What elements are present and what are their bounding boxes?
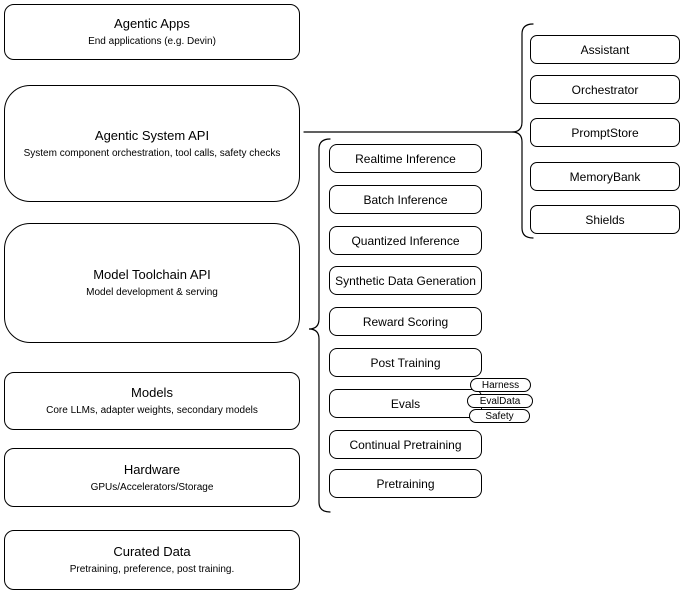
node-evals: Evals xyxy=(329,389,482,418)
node-title: Hardware xyxy=(123,461,181,477)
node-label: Orchestrator xyxy=(571,82,639,97)
node-label: Reward Scoring xyxy=(362,314,449,329)
node-models: Models Core LLMs, adapter weights, secon… xyxy=(4,372,300,430)
node-synthetic-data-generation: Synthetic Data Generation xyxy=(329,266,482,295)
node-title: Curated Data xyxy=(113,544,191,559)
node-reward-scoring: Reward Scoring xyxy=(329,307,482,336)
node-title: Agentic Apps xyxy=(114,16,190,31)
node-label: MemoryBank xyxy=(569,169,641,184)
node-model-toolchain-api: Model Toolchain API Model development & … xyxy=(4,223,300,343)
node-subtitle: Pretraining, preference, post training. xyxy=(69,564,235,575)
node-label: PromptStore xyxy=(571,125,639,140)
node-label: Realtime Inference xyxy=(355,151,456,166)
node-subtitle: Core LLMs, adapter weights, secondary mo… xyxy=(46,405,258,416)
node-batch-inference: Batch Inference xyxy=(329,185,482,214)
tag-label: EvalData xyxy=(479,395,521,407)
node-post-training: Post Training xyxy=(329,348,482,377)
tag-safety: Safety xyxy=(469,409,530,423)
node-memorybank: MemoryBank xyxy=(530,162,680,191)
tag-evaldata: EvalData xyxy=(467,394,533,408)
node-label: Quantized Inference xyxy=(351,233,460,248)
node-agentic-apps: Agentic Apps End applications (e.g. Devi… xyxy=(4,4,300,60)
node-label: Shields xyxy=(585,212,625,227)
node-label: Batch Inference xyxy=(363,192,448,207)
node-orchestrator: Orchestrator xyxy=(530,75,680,104)
toolchain-group-brace xyxy=(308,138,331,513)
node-promptstore: PromptStore xyxy=(530,118,680,147)
tag-harness: Harness xyxy=(470,378,531,392)
node-hardware: Hardware GPUs/Accelerators/Storage xyxy=(4,448,300,507)
node-pretraining: Pretraining xyxy=(329,469,482,498)
node-label: Synthetic Data Generation xyxy=(335,273,476,288)
node-label: Assistant xyxy=(580,42,630,57)
node-shields: Shields xyxy=(530,205,680,234)
node-quantized-inference: Quantized Inference xyxy=(329,226,482,255)
node-title: Models xyxy=(131,385,173,400)
node-subtitle: Model development & serving xyxy=(86,287,218,298)
node-subtitle: End applications (e.g. Devin) xyxy=(88,36,216,47)
tag-label: Harness xyxy=(481,379,520,391)
node-agentic-system-api: Agentic System API System component orch… xyxy=(4,85,300,202)
node-subtitle: System component orchestration, tool cal… xyxy=(23,147,281,159)
node-subtitle: GPUs/Accelerators/Storage xyxy=(90,481,214,493)
node-label: Continual Pretraining xyxy=(349,437,462,452)
node-label: Pretraining xyxy=(376,476,435,491)
node-title: Agentic System API xyxy=(94,127,210,143)
node-assistant: Assistant xyxy=(530,35,680,64)
node-title: Model Toolchain API xyxy=(93,267,211,282)
tag-label: Safety xyxy=(485,410,514,422)
node-continual-pretraining: Continual Pretraining xyxy=(329,430,482,459)
node-curated-data: Curated Data Pretraining, preference, po… xyxy=(4,530,300,590)
node-realtime-inference: Realtime Inference xyxy=(329,144,482,173)
node-label: Evals xyxy=(390,396,421,411)
node-label: Post Training xyxy=(370,355,441,370)
